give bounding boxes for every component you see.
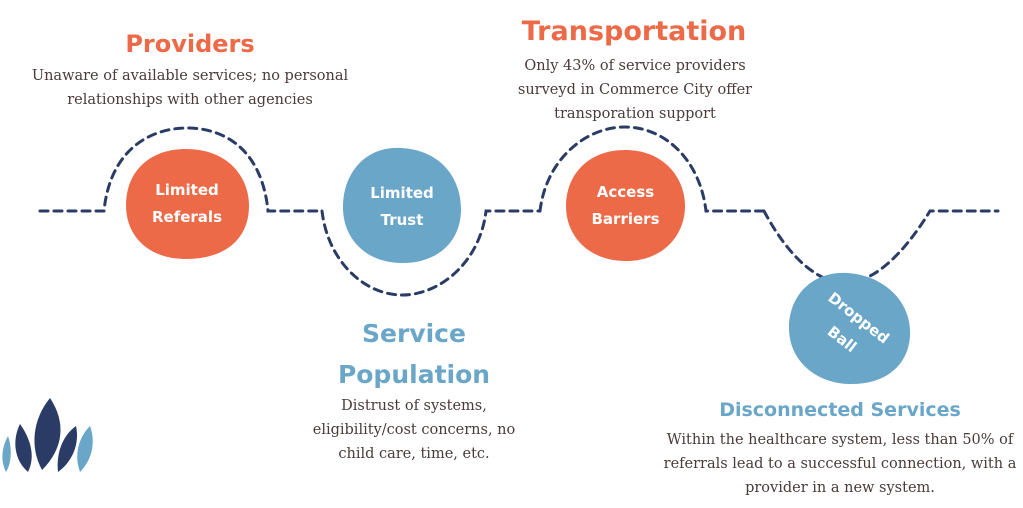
description-service-population: Distrust of systems, eligibility/cost co… (312, 398, 516, 462)
node-label: Limited Trust (370, 184, 434, 229)
heading-transportation: Transportation (521, 16, 747, 47)
circle-limited-referals (126, 149, 249, 259)
circle-dropped-ball (789, 272, 911, 385)
node-label: Limited Referals (151, 181, 222, 226)
leaf-plant-icon (2, 398, 93, 472)
heading-disconnected-services: Disconnected Services (719, 399, 961, 421)
description-providers: Unaware of available services; no person… (31, 68, 349, 108)
description-transportation: Only 43% of service providers surveyd in… (517, 58, 753, 122)
description-disconnected-services: Within the healthcare system, less than … (663, 432, 1017, 496)
heading-service-population: Service Population (337, 319, 491, 389)
node-limited-referals: Limited Referals (126, 150, 248, 258)
circle-limited-trust (342, 147, 462, 264)
circle-access-barriers (566, 150, 685, 262)
node-label: Dropped Ball (823, 288, 893, 357)
node-access-barriers: Access Barriers (566, 152, 685, 260)
node-limited-trust: Limited Trust (343, 152, 461, 262)
heading-providers: Providers (125, 30, 255, 58)
node-label: Access Barriers (591, 183, 660, 228)
